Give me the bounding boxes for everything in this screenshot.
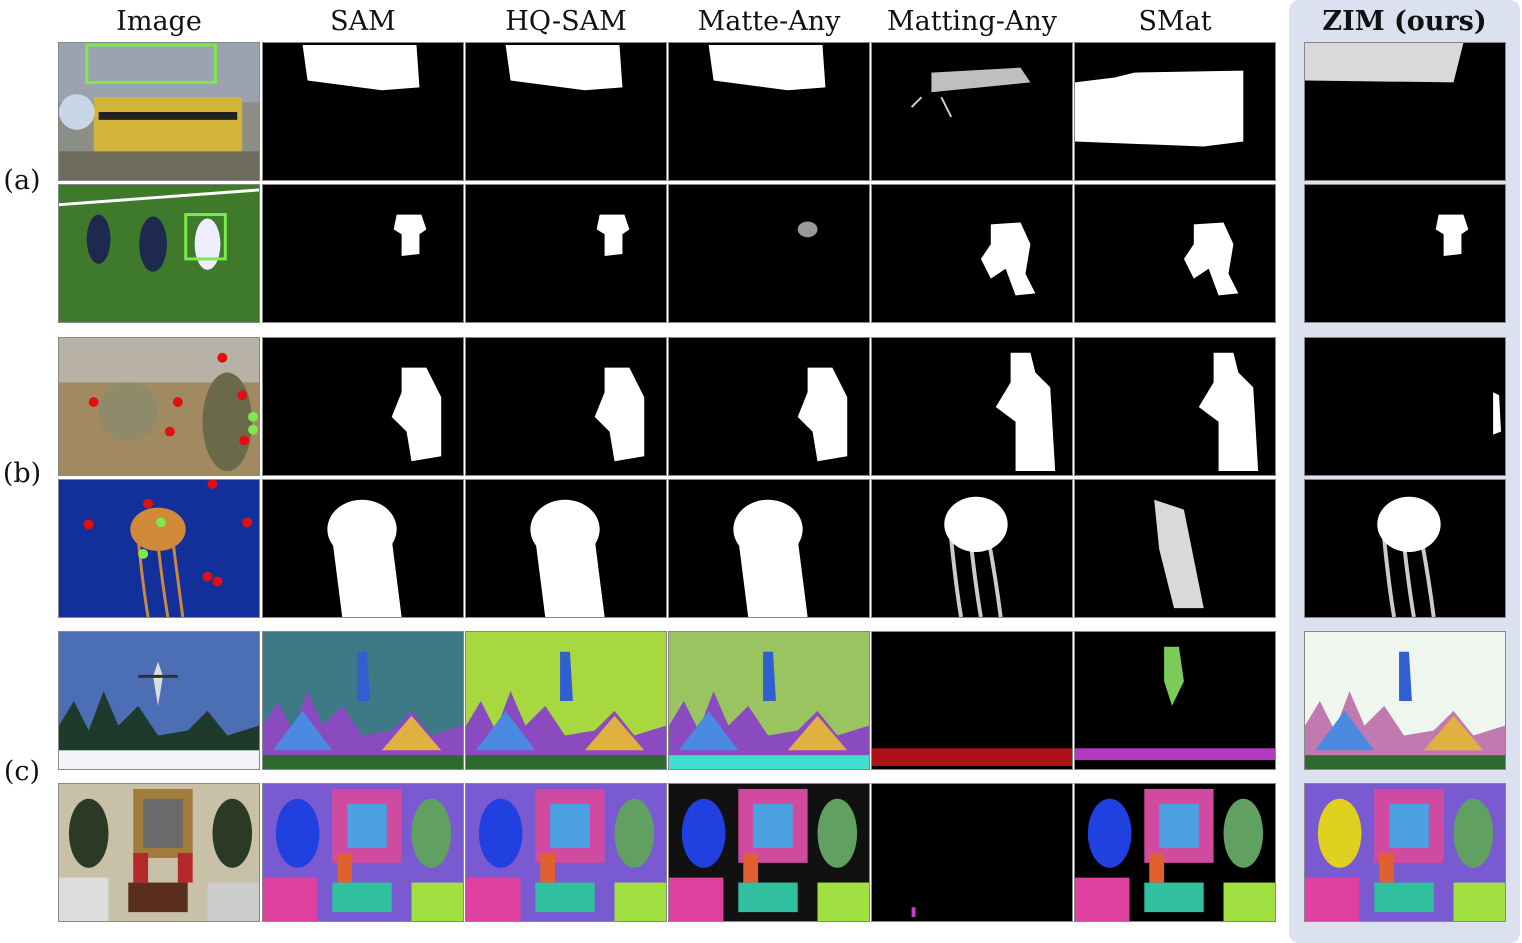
cell-soccer-sam [262, 184, 464, 323]
cell-soldier-smat [1074, 337, 1276, 476]
header-matting-any: Matting-Any [886, 6, 1057, 37]
cell-skier-matting-any [871, 631, 1073, 770]
header-matte-any: Matte-Any [697, 6, 841, 37]
group-label-a: (a) [3, 165, 41, 196]
header-smat: SMat [1138, 6, 1212, 37]
cell-skier-matte-any [668, 631, 870, 770]
cell-skier-sam [262, 631, 464, 770]
cell-train-sam [262, 42, 464, 181]
cell-train-matte-any [668, 42, 870, 181]
cell-soldier-matte-any [668, 337, 870, 476]
cell-skier-smat [1074, 631, 1276, 770]
cell-living-room-zim [1304, 783, 1506, 922]
cell-train-hq-sam [465, 42, 667, 181]
cell-soldier-hq-sam [465, 337, 667, 476]
cell-living-room-matte-any [668, 783, 870, 922]
cell-train-image [58, 42, 260, 181]
cell-jellyfish-image [58, 479, 260, 618]
cell-jellyfish-sam [262, 479, 464, 618]
cell-jellyfish-hq-sam [465, 479, 667, 618]
cell-train-smat [1074, 42, 1276, 181]
cell-soccer-matting-any [871, 184, 1073, 323]
cell-jellyfish-smat [1074, 479, 1276, 618]
cell-living-room-smat [1074, 783, 1276, 922]
cell-soldier-image [58, 337, 260, 476]
group-label-c: (c) [3, 756, 41, 787]
cell-soccer-image [58, 184, 260, 323]
cell-soccer-smat [1074, 184, 1276, 323]
cell-skier-image [58, 631, 260, 770]
cell-living-room-sam [262, 783, 464, 922]
cell-living-room-image [58, 783, 260, 922]
cell-soccer-hq-sam [465, 184, 667, 323]
cell-train-matting-any [871, 42, 1073, 181]
cell-train-zim [1304, 42, 1506, 181]
cell-soldier-zim [1304, 337, 1506, 476]
cell-jellyfish-matting-any [871, 479, 1073, 618]
group-label-b: (b) [2, 458, 42, 489]
cell-soccer-matte-any [668, 184, 870, 323]
cell-living-room-matting-any [871, 783, 1073, 922]
cell-soldier-sam [262, 337, 464, 476]
cell-soccer-zim [1304, 184, 1506, 323]
header-zim-ours: ZIM (ours) [1322, 6, 1487, 37]
header-hq-sam: HQ-SAM [505, 6, 627, 37]
cell-living-room-hq-sam [465, 783, 667, 922]
header-image: Image [116, 6, 202, 37]
cell-skier-hq-sam [465, 631, 667, 770]
cell-jellyfish-zim [1304, 479, 1506, 618]
header-sam: SAM [330, 6, 396, 37]
cell-skier-zim [1304, 631, 1506, 770]
cell-jellyfish-matte-any [668, 479, 870, 618]
cell-soldier-matting-any [871, 337, 1073, 476]
